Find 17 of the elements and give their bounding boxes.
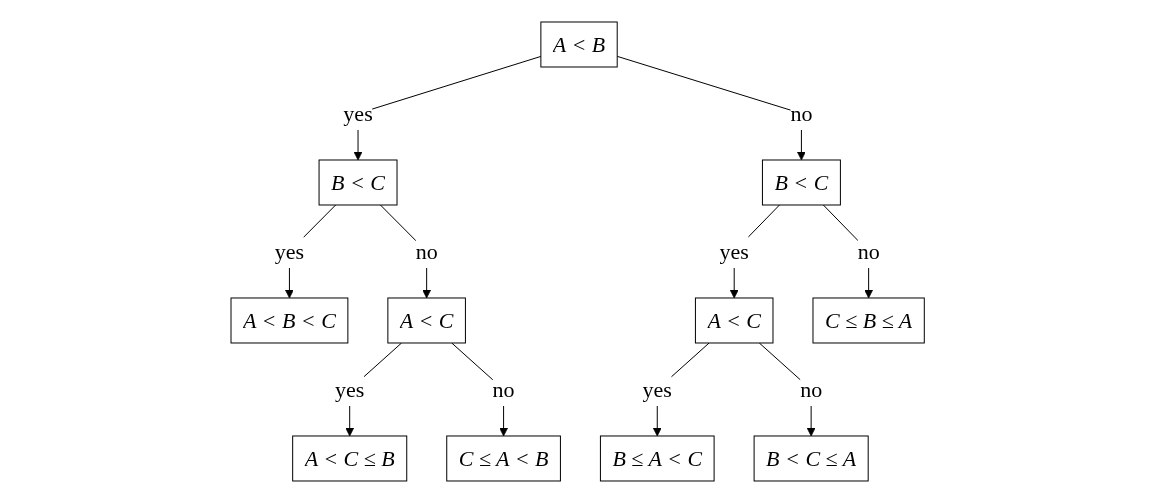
edge-label: yes xyxy=(343,100,374,126)
arrow xyxy=(617,55,807,160)
node-box: B ≤ A < C xyxy=(600,435,715,481)
node-box: B < C xyxy=(318,159,398,205)
node-box: B < C xyxy=(762,159,842,205)
edge-label: no xyxy=(857,238,880,264)
edge-label: no xyxy=(415,238,438,264)
edge-label: no xyxy=(800,376,823,402)
edge-label: yes xyxy=(275,238,305,264)
node-box: C ≤ A < B xyxy=(446,435,562,481)
node-box: B < C ≤ A xyxy=(753,435,869,481)
node-box: C ≤ B ≤ A xyxy=(812,297,926,343)
edge-label: yes xyxy=(719,238,750,264)
edge-label: no xyxy=(790,100,813,126)
edge-label: yes xyxy=(642,376,673,402)
edge-label: no xyxy=(492,376,515,402)
edge-label: yes xyxy=(335,376,365,402)
